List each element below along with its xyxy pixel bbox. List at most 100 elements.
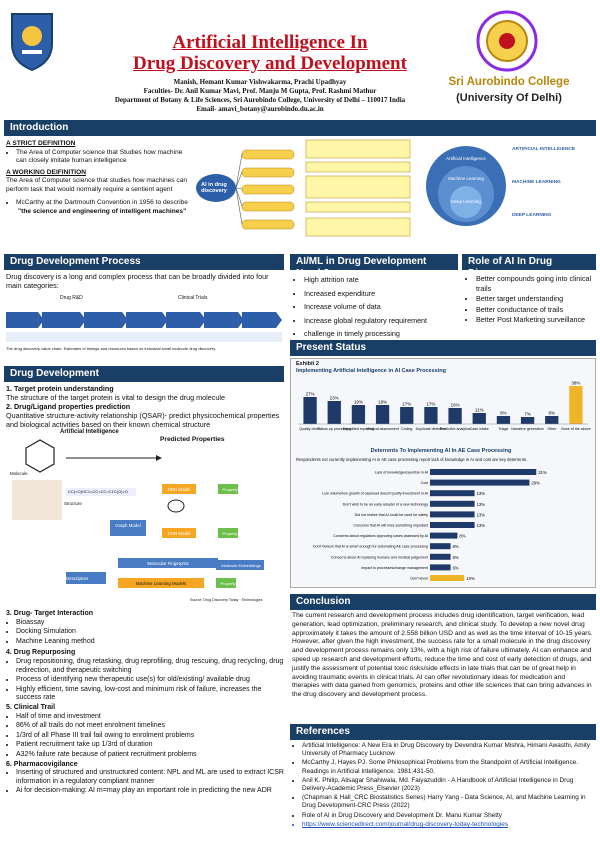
property-out-3: Property — [220, 581, 236, 586]
tick-label: Lack of knowledge/expertise in AI — [375, 471, 428, 475]
s3-item: Machine Leaning method — [16, 638, 284, 647]
data-label: 10% — [466, 576, 475, 581]
poster-title: Artificial Intelligence In Drug Discover… — [133, 32, 407, 74]
ddp-caption: The drug discovery value chain: Estimate… — [6, 346, 217, 351]
reference-item: Role of AI in Drug Discovery and Develop… — [302, 812, 594, 820]
dd-sections: 3. Drug- Target Interaction Bioassay Doc… — [6, 610, 284, 797]
tick-label: Narrative generation — [511, 427, 544, 431]
references-heading: References — [290, 724, 596, 740]
bar — [375, 405, 390, 424]
tick-label: Did not realize that AI could be used fo… — [355, 513, 429, 517]
data-label: 6% — [453, 544, 459, 549]
ddp-text: Drug discovery is a long and complex pro… — [6, 272, 269, 290]
need-item: High attrition rate — [304, 274, 458, 287]
chart2-subtitle: Respondents not currently implementing A… — [296, 457, 528, 462]
tick-label: Concerns about regulators approving case… — [333, 534, 428, 538]
dl-side-title: DEEP LEARNING — [512, 213, 552, 218]
intro-text: A STRICT DEFINITION The Area of Computer… — [6, 140, 192, 217]
descriptors-label: Descriptors — [66, 576, 89, 581]
poster-header: Artificial Intelligence In Drug Discover… — [0, 0, 600, 118]
chart1-title: Deterrents To Implementing AI In AE Case… — [370, 448, 512, 454]
diagram-center-label: AI in drug discovery — [201, 182, 227, 194]
ddp-heading: Drug Development Process — [4, 254, 284, 270]
bar — [303, 397, 317, 424]
bar — [430, 469, 537, 475]
tick-label: Follow-up processing — [317, 427, 351, 431]
s4-title: 4. Drug Repurposing — [6, 649, 76, 657]
college-logo — [476, 10, 538, 72]
pred-props-label: Predicted Properties — [160, 436, 225, 443]
smiles-string: CC(=O)OC1=CC=CC=C1C(O)=O — [68, 489, 128, 494]
tick-label: Concerns that AI will miss something imp… — [354, 524, 429, 528]
tick-label: Concerns about AI replacing humans and m… — [331, 555, 428, 559]
exhibit-label: Exhibit 2 — [296, 361, 319, 367]
need-item: Increase volume of data — [304, 301, 458, 314]
dd-source: Source: Drug Discovery Today · Technolog… — [190, 598, 263, 602]
s4-item: Drug repositioning, drug retasking, drug… — [16, 658, 284, 675]
data-label: 13% — [477, 512, 486, 517]
def2-title: A WORKING DEIFINITION — [6, 168, 86, 176]
data-label: 17% — [402, 402, 411, 407]
tick-label: Impact to processes/change management — [361, 566, 428, 570]
ddp-trials-label: Clinical Trials — [178, 295, 208, 301]
mol-fingerprint: Molecular Fingerprint — [147, 561, 189, 566]
tick-label: Cost — [421, 481, 428, 485]
ml-circle-label: Machine Learning — [448, 176, 484, 181]
tick-label: Duplicate detection — [416, 427, 447, 431]
reference-link[interactable]: https://www.sciencedirect.com/journal/dr… — [302, 821, 594, 829]
tick-label: Triage — [498, 427, 508, 431]
data-label: 31% — [538, 470, 547, 475]
def1-title: A STRICT DEFINITION — [6, 140, 76, 147]
s5-item: Patient recruitment take up 1/3rd of dur… — [16, 741, 284, 750]
s6-item: Inserting of structured and unstructured… — [16, 769, 284, 786]
bar — [430, 543, 451, 550]
university-logo — [11, 13, 53, 72]
graph-model: Graph Model — [115, 523, 141, 528]
bar — [430, 522, 475, 528]
university-name: (University Of Delhi) — [456, 92, 562, 104]
author-block: Manish, Hemant Kumar Vishwakarma, Prachi… — [114, 78, 406, 113]
dnn-model: DNN Model — [167, 487, 191, 492]
reference-item: Artificial Intelligence: A New Era in Dr… — [302, 742, 594, 758]
mol-embeddings: Molecule Embeddings — [221, 563, 261, 568]
data-label: 7% — [524, 412, 531, 417]
tick-label: Low volume/low growth of caseload doesn'… — [322, 492, 428, 496]
need-item: challenge in timely processing — [304, 328, 458, 341]
ai-arrow-label: Artificial Intelligence — [60, 429, 119, 435]
reference-item: Anil K. Philip, Alisagar Shahiwala, Md. … — [302, 777, 594, 793]
data-label: 16% — [451, 403, 460, 408]
ai-ml-dl-diagram — [426, 146, 506, 226]
role-item: Better target understanding — [476, 294, 596, 304]
data-label: 29% — [531, 481, 540, 486]
s3-title: 3. Drug- Target Interaction — [6, 610, 93, 617]
bar — [472, 413, 486, 424]
s5-item: Half of time and investment — [16, 713, 284, 722]
s6-item: Ai for decision-making: AI m=may play an… — [16, 787, 284, 796]
bar — [430, 479, 530, 486]
role-heading: Role of AI In Drug Discovery — [462, 254, 596, 279]
bar — [448, 408, 462, 424]
data-label: 23% — [330, 396, 339, 401]
exhibit-title: Implementing Artificial Intelligence in … — [296, 368, 446, 374]
bar — [430, 564, 451, 571]
college-name: Sri Aurobindo College — [448, 76, 570, 88]
need-list: High attrition rate Increased expenditur… — [294, 274, 458, 342]
role-item: Better Post Marketing surveillance — [476, 315, 596, 325]
tick-label: None of the above — [561, 427, 590, 431]
ml-models: Machine Learning Models — [135, 581, 187, 586]
deterrents-bar-chart: Lack of knowledge/expertise in AI 31% Cost… — [313, 469, 547, 581]
data-label: 38% — [571, 381, 580, 386]
property-out-2: Property — [222, 531, 238, 536]
data-label: 27% — [306, 392, 315, 397]
s1-text: The structure of the target protein is v… — [6, 393, 225, 402]
qsar-pipeline-diagram — [12, 439, 264, 588]
molecule-label: Molecule — [10, 471, 28, 476]
ai-circle-label: Artificial Intelligence — [446, 156, 486, 161]
need-item: Increase global regulatory requirement — [304, 315, 458, 328]
drug-value-chain-diagram — [6, 312, 282, 342]
tick-label: Other — [547, 427, 557, 431]
data-label: 13% — [477, 491, 486, 496]
ml-side-title: MACHINE LEARNING — [512, 180, 561, 185]
s3-item: Docking Simulation — [16, 628, 284, 637]
dd-heading: Drug Development — [4, 366, 284, 382]
